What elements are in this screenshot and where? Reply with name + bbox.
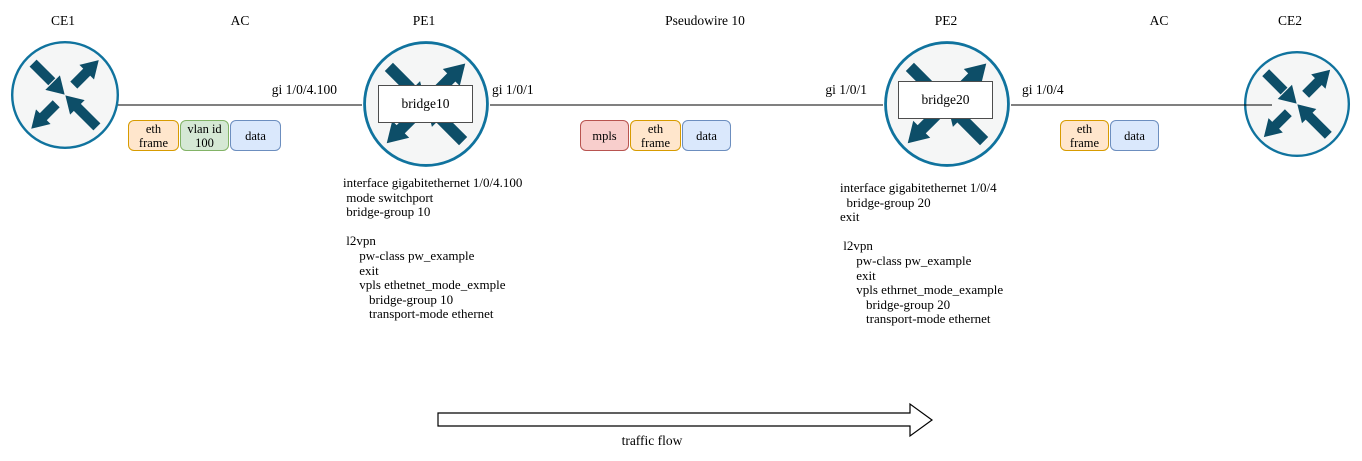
frame-eth-right: eth frame: [1060, 120, 1109, 151]
traffic-flow-label: traffic flow: [621, 433, 683, 448]
frame-eth-left: eth frame: [128, 120, 179, 151]
label-ce2: CE2: [1277, 13, 1303, 28]
frame-vlan-left: vlan id 100: [180, 120, 229, 151]
label-pe1: PE1: [412, 13, 436, 28]
label-ac-left: AC: [230, 13, 250, 28]
frame-mpls-middle: mpls: [580, 120, 629, 151]
frame-stack-pseudowire: mpls eth frame data: [580, 120, 732, 151]
interface-label-pe2-right: gi 1/0/4: [1022, 82, 1064, 97]
frame-stack-access-left: eth frame vlan id 100 data: [128, 120, 282, 151]
router-icon-ce2: [1243, 50, 1351, 158]
frame-data-middle: data: [682, 120, 731, 151]
router-icon-ce1: [10, 40, 120, 150]
pe2-config-text: interface gigabitethernet 1/0/4 bridge-g…: [840, 180, 1004, 327]
frame-data-left: data: [230, 120, 281, 151]
pe1-config-text: interface gigabitethernet 1/0/4.100 mode…: [343, 175, 523, 322]
bridge10-box: bridge10: [378, 85, 473, 123]
label-ce1: CE1: [50, 13, 76, 28]
label-pe2: PE2: [934, 13, 958, 28]
label-ac-right: AC: [1149, 13, 1169, 28]
frame-stack-access-right: eth frame data: [1060, 120, 1160, 151]
interface-label-pe2-left: gi 1/0/1: [825, 82, 867, 97]
label-pseudowire: Pseudowire 10: [665, 13, 745, 28]
interface-label-pe1-right: gi 1/0/1: [492, 82, 534, 97]
bridge20-box: bridge20: [898, 81, 993, 119]
frame-eth-middle: eth frame: [630, 120, 681, 151]
frame-data-right: data: [1110, 120, 1159, 151]
interface-label-ce1-pe1: gi 1/0/4.100: [271, 82, 337, 97]
traffic-flow-arrow: [437, 402, 934, 438]
